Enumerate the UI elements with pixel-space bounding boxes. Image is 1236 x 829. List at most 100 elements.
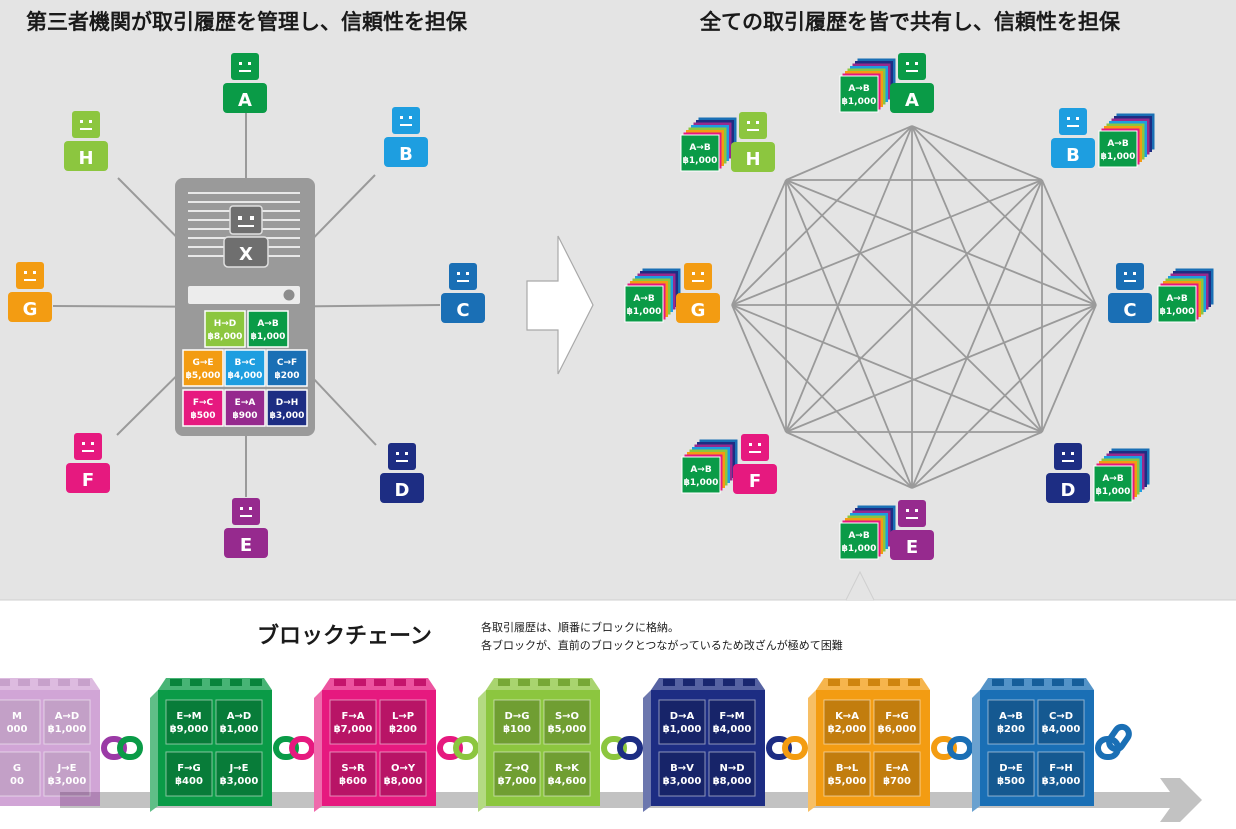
person-eye-icon [400,116,403,119]
ledger-cell [182,389,224,427]
ledger-stack-C: A→B฿1,000 [1157,268,1214,323]
person-body [1108,293,1152,323]
block-cell-pair: F→G [177,763,200,774]
block-cell-amount: ฿500 [997,776,1025,787]
person-eye-icon [1133,272,1136,275]
person-eye-icon [915,509,918,512]
person-body [8,292,52,322]
block-cell-amount: ฿4,000 [713,724,752,735]
chain-link-icon [437,736,479,760]
ledger-amount: ฿5,000 [186,371,221,381]
person-eye-icon [248,62,251,65]
person-letter: D [395,480,410,501]
block-ridge [354,679,366,686]
block-cell-amount: ฿8,000 [713,776,752,787]
person-letter: F [749,471,761,492]
mesh-line [911,125,1097,306]
person-eye-icon [1124,272,1127,275]
ledger-copy-pair: A→B [689,143,711,153]
block-cell-amount: 000 [7,724,28,735]
block-ridge [190,679,202,686]
ledger-stack-B: A→B฿1,000 [1098,113,1155,168]
chain-link-icon [601,736,643,760]
block-ridge [1072,679,1084,686]
block-cell [873,699,921,745]
chain-ring [117,736,143,760]
block-cell-amount: ฿9,000 [170,724,209,735]
block-cell [329,699,377,745]
person-H: H [64,111,108,171]
ledger-copy-pair: A→B [1107,139,1129,149]
mesh-line [785,125,913,181]
block-cell-pair: F→M [719,711,744,722]
ledger-copy-amount: ฿1,000 [1096,487,1131,497]
ledger-copy-amount: ฿1,000 [683,156,718,166]
ledger-cell [247,310,289,348]
block-cell-pair: A→D [55,711,79,722]
person-eye-icon [396,452,399,455]
block-cell-amount: ฿4,600 [548,776,587,787]
node-E: E [890,500,934,560]
node-H: H [731,112,775,172]
person-letter: B [399,144,413,165]
person-body [733,464,777,494]
mesh-line [911,179,1043,489]
block-cell [708,751,756,797]
block-ridge [170,679,182,686]
block-ridge [230,679,242,686]
timeline-arrow-icon [60,778,1202,822]
person-eye-icon [1062,452,1065,455]
operator-mouth-icon [238,225,254,227]
ledger-entry: B→C฿4,000 [224,349,266,387]
block-ridge [703,679,715,686]
block-ridge [374,679,386,686]
ledger-entry: E→A฿900 [224,389,266,427]
ledger-stack-E: A→B฿1,000 [839,505,896,560]
person-eye-icon [82,442,85,445]
operator-body [223,236,269,268]
person-body [66,463,110,493]
block-cell-pair: L→P [392,711,414,722]
chain-ring [273,736,299,760]
block-cell-pair: J→E [229,763,249,774]
block-cell [823,699,871,745]
right-panel-title: 全ての取引履歴を皆で共有し、信頼性を担保 [699,10,1121,34]
person-E: E [224,498,268,558]
person-eye-icon [1067,117,1070,120]
blockchain-section: ブロックチェーン各取引履歴は、順番にブロックに格納。各ブロックが、直前のブロック… [0,620,1202,822]
person-head-icon [232,498,260,525]
person-head-icon [16,262,44,289]
block-ridge [1052,679,1064,686]
block-ridge [210,679,222,686]
person-letter: E [906,537,918,558]
block-cell-amount: ฿3,000 [220,776,259,787]
callout-pointer [846,572,874,601]
person-G: G [8,262,52,322]
person-head-icon [392,107,420,134]
person-mouth-icon [24,279,36,281]
block-ridge [558,679,570,686]
block-cell [1037,699,1085,745]
block-cell-pair: J→E [57,763,77,774]
ledger-pair: C→F [277,358,297,368]
person-head-icon [231,53,259,80]
person-mouth-icon [749,451,761,453]
mesh-line [911,431,1043,489]
ledger-copy-amount: ฿1,000 [842,97,877,107]
person-body [380,473,424,503]
chain-ring [931,736,957,760]
server-text-line [188,192,300,194]
mesh-line [1041,304,1097,433]
block-ridge [334,679,346,686]
person-letter: G [23,299,38,320]
block-cell [329,751,377,797]
person-head-icon [449,263,477,290]
chain-link-icon [101,736,143,760]
person-letter: G [691,300,706,321]
block-cell [43,751,91,797]
chain-ring [101,736,127,760]
ledger-cell [266,349,308,387]
ledger-copy-amount: ฿1,000 [627,307,662,317]
